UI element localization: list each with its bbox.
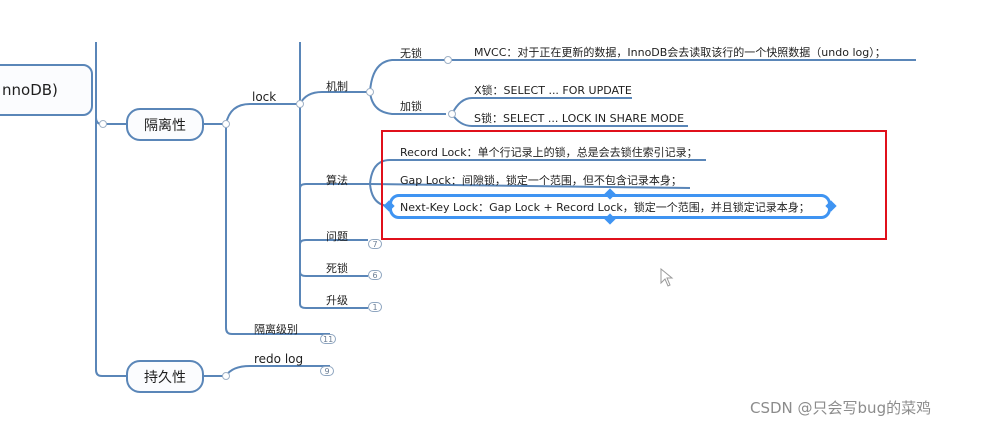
lock-add-node[interactable]: 加锁 [400, 100, 422, 113]
isolation-level-count-badge[interactable]: 11 [320, 334, 337, 344]
redo-log-node[interactable]: redo log [254, 352, 304, 366]
durability-label: 持久性 [144, 369, 186, 386]
gap-lock-node[interactable]: Gap Lock：间隙锁，锁定一个范围，但不包含记录本身； [400, 174, 682, 187]
watermark: CSDN @只会写bug的菜鸡 [750, 399, 932, 417]
mechanism-node[interactable]: 机制 [326, 80, 348, 93]
root-label: nnoDB) [2, 81, 58, 99]
cursor-icon [660, 268, 674, 287]
mvcc-node[interactable]: MVCC：对于正在更新的数据，InnoDB会去读取该行的一个快照数据（undo … [474, 46, 886, 59]
lock-node[interactable]: lock [252, 90, 277, 104]
no-lock-node[interactable]: 无锁 [400, 47, 422, 60]
no-lock-collapse-toggle[interactable] [444, 56, 452, 64]
deadlock-node[interactable]: 死锁 [326, 262, 348, 275]
deadlock-count-badge[interactable]: 6 [368, 270, 382, 280]
durability-collapse-toggle[interactable] [222, 372, 230, 380]
lock-collapse-toggle[interactable] [296, 100, 304, 108]
highlight-rectangle [381, 130, 887, 240]
problem-count-badge[interactable]: 7 [368, 239, 382, 249]
problem-node[interactable]: 问题 [326, 230, 348, 243]
upgrade-node[interactable]: 升级 [326, 294, 348, 307]
root-collapse-toggle[interactable] [99, 120, 107, 128]
s-lock-node[interactable]: S锁：SELECT ... LOCK IN SHARE MODE [474, 112, 685, 125]
lock-add-collapse-toggle[interactable] [448, 110, 456, 118]
algorithm-node[interactable]: 算法 [326, 174, 348, 187]
isolation-collapse-toggle[interactable] [222, 120, 230, 128]
next-key-lock-node[interactable]: Next-Key Lock：Gap Lock + Record Lock，锁定一… [400, 201, 810, 214]
root-node[interactable]: nnoDB) [0, 64, 93, 116]
durability-node[interactable]: 持久性 [126, 360, 204, 393]
isolation-node[interactable]: 隔离性 [126, 108, 204, 141]
isolation-level-node[interactable]: 隔离级别 [254, 323, 298, 336]
record-lock-node[interactable]: Record Lock：单个行记录上的锁，总是会去锁住索引记录； [400, 146, 698, 159]
mechanism-collapse-toggle[interactable] [366, 88, 374, 96]
redo-log-count-badge[interactable]: 9 [320, 366, 334, 376]
upgrade-count-badge[interactable]: 1 [368, 302, 382, 312]
isolation-label: 隔离性 [144, 117, 186, 134]
x-lock-node[interactable]: X锁：SELECT ... FOR UPDATE [474, 84, 632, 97]
